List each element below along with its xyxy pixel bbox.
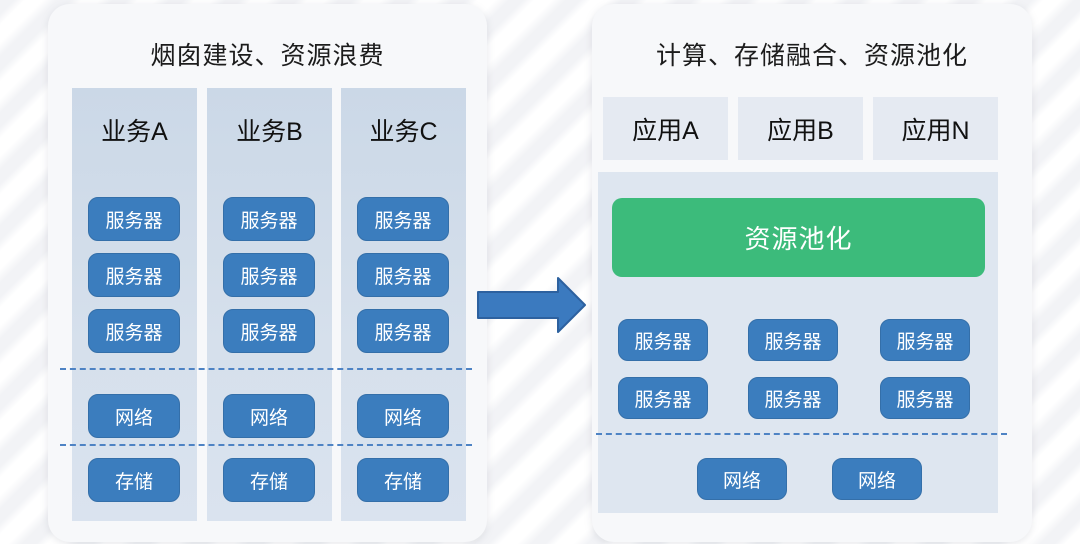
- app-box-b: 应用B: [738, 97, 863, 160]
- network-node: 网络: [223, 394, 315, 438]
- network-layer-divider: [60, 368, 472, 370]
- network-node: 网络: [357, 394, 449, 438]
- resource-pool-bar: 资源池化: [612, 198, 985, 277]
- server-node: 服务器: [880, 377, 970, 419]
- server-node: 服务器: [88, 253, 180, 297]
- server-node: 服务器: [223, 309, 315, 353]
- server-node: 服务器: [357, 309, 449, 353]
- right-card-title: 计算、存储融合、资源池化: [655, 42, 968, 70]
- server-node: 服务器: [748, 319, 838, 361]
- server-node: 服务器: [880, 319, 970, 361]
- app-box-n: 应用N: [873, 97, 998, 160]
- silo-column-label: 业务C: [369, 118, 438, 146]
- server-node: 服务器: [357, 253, 449, 297]
- network-node: 网络: [697, 458, 787, 500]
- server-node: 服务器: [223, 253, 315, 297]
- server-node: 服务器: [88, 309, 180, 353]
- server-node: 服务器: [223, 197, 315, 241]
- left-card-title: 烟囱建设、资源浪费: [150, 42, 385, 70]
- server-node: 服务器: [618, 319, 708, 361]
- server-node: 服务器: [88, 197, 180, 241]
- network-layer-divider: [596, 433, 1007, 435]
- silo-column-business-a: 业务A 服务器 服务器 服务器 网络 存储: [72, 88, 197, 521]
- silo-column-label: 业务A: [101, 118, 168, 146]
- right-arrow-icon: [477, 277, 586, 333]
- storage-layer-divider: [60, 444, 472, 446]
- network-node: 网络: [832, 458, 922, 500]
- server-node: 服务器: [357, 197, 449, 241]
- silo-column-label: 业务B: [236, 118, 303, 146]
- storage-node: 存储: [357, 458, 449, 502]
- server-node: 服务器: [618, 377, 708, 419]
- server-node: 服务器: [748, 377, 838, 419]
- pooled-architecture-card: 计算、存储融合、资源池化 应用A 应用B 应用N 资源池化 服务器 服务器 服务…: [592, 4, 1032, 542]
- app-box-a: 应用A: [603, 97, 728, 160]
- storage-node: 存储: [223, 458, 315, 502]
- silo-architecture-card: 烟囱建设、资源浪费 业务A 服务器 服务器 服务器 网络 存储 业务B 服务器 …: [48, 4, 487, 542]
- resource-pool-panel: 资源池化 服务器 服务器 服务器 服务器 服务器 服务器: [598, 172, 998, 513]
- silo-column-business-c: 业务C 服务器 服务器 服务器 网络 存储: [341, 88, 466, 521]
- network-node: 网络: [88, 394, 180, 438]
- storage-node: 存储: [88, 458, 180, 502]
- silo-column-business-b: 业务B 服务器 服务器 服务器 网络 存储: [207, 88, 332, 521]
